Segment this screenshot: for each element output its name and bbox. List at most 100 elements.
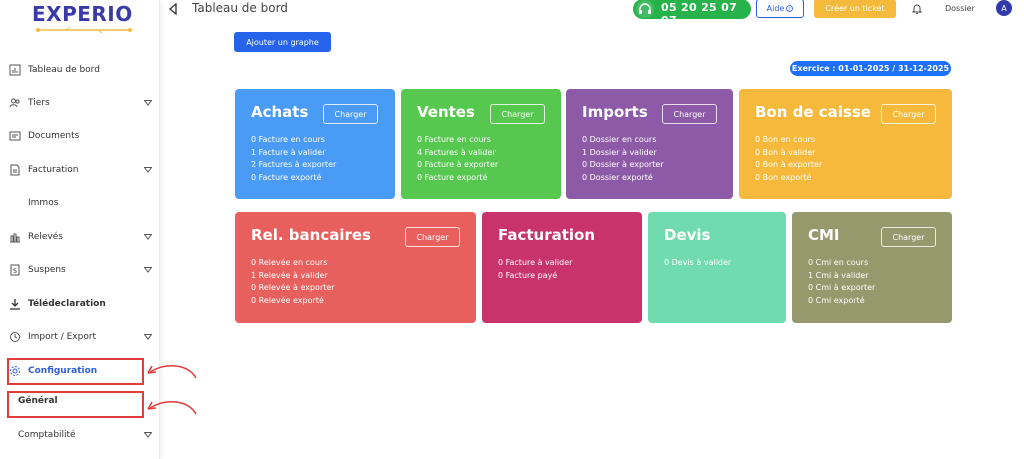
headset-icon (636, 0, 654, 18)
svg-text:$: $ (13, 267, 17, 275)
card-stat: 0 Facture exporté (251, 172, 322, 182)
card-stat: 0 Dossier à exporter (582, 160, 664, 169)
sidebar-item-label: Documents (28, 131, 80, 141)
sidebar-item-releves[interactable]: Relevés (0, 220, 160, 254)
phone-support-button[interactable]: 05 20 25 07 07 (633, 0, 751, 27)
card-stat: 0 Dossier exporté (582, 172, 653, 182)
sidebar-item-label: Immos (28, 198, 59, 208)
card-stat: 0 Facture payé (498, 270, 558, 280)
add-graph-button[interactable]: Ajouter un graphe (234, 32, 331, 52)
card-achats: Achats Charger 0 Facture en cours 1 Fact… (235, 89, 395, 199)
topbar: Tableau de bord 05 20 25 07 07 Aide ? Cr… (160, 0, 1024, 27)
card-title: CMI (808, 226, 840, 244)
charger-button[interactable]: Charger (323, 104, 378, 124)
card-stats: 0 Bon en cours 0 Bon à valider 0 Bon à e… (755, 134, 822, 184)
help-button[interactable]: Aide ? (756, 0, 804, 18)
sidebar-item-label: Configuration (28, 366, 98, 376)
sidebar-item-label: Tiers (28, 98, 50, 108)
sidebar-item-label: Suspens (28, 265, 66, 275)
phone-number: 05 20 25 07 07 (661, 1, 738, 27)
card-stats: 0 Facture à valider 0 Facture payé (498, 257, 572, 282)
card-stat: 0 Relevée en cours (251, 258, 328, 267)
card-title: Devis (664, 226, 711, 244)
sidebar-item-general[interactable]: Général (0, 384, 160, 418)
dossier-menu[interactable]: Dossier (945, 4, 975, 13)
card-stats: 0 Dossier en cours 1 Dossier à valider 0… (582, 134, 664, 184)
card-stat: 0 Facture à valider (498, 258, 573, 267)
charger-button[interactable]: Charger (881, 104, 936, 124)
card-stats: 0 Facture en cours 4 Factures à valider … (417, 134, 498, 184)
card-stat: 4 Factures à valider (417, 147, 496, 157)
question-icon: ? (786, 5, 794, 12)
card-title: Ventes (417, 103, 475, 121)
sidebar-item-comptabilite[interactable]: Comptabilité (0, 418, 160, 452)
sidebar-item-tableau-de-bord[interactable]: Tableau de bord (0, 53, 160, 87)
chevron-down-icon (144, 100, 152, 106)
sidebar-item-suspens[interactable]: $ Suspens (0, 253, 160, 287)
card-facturation: Facturation 0 Facture à valider 0 Factur… (482, 212, 642, 323)
download-icon (10, 299, 20, 310)
logo-circuit-icon (36, 26, 132, 34)
create-ticket-button[interactable]: Créer un ticket (814, 0, 896, 18)
card-stats: 0 Relevée en cours 1 Relevée à valider 0… (251, 257, 335, 307)
invoice-icon (10, 164, 20, 176)
users-icon (9, 98, 20, 108)
card-stat: 0 Dossier en cours (582, 135, 657, 144)
card-ventes: Ventes Charger 0 Facture en cours 4 Fact… (401, 89, 561, 199)
sidebar-item-label: Relevés (28, 232, 63, 242)
card-stat: 0 Bon exporté (755, 172, 812, 182)
svg-text:?: ? (789, 6, 792, 12)
suspense-icon: $ (10, 264, 20, 276)
card-title: Imports (582, 103, 648, 121)
card-stat: 0 Bon à exporter (755, 160, 823, 169)
experio-logo[interactable]: EXPERIO (28, 0, 138, 40)
charger-button[interactable]: Charger (662, 104, 717, 124)
sidebar-item-facturation[interactable]: Facturation (0, 153, 160, 187)
card-stat: 0 Cmi exporté (808, 295, 865, 305)
avatar[interactable]: A (996, 0, 1012, 16)
charger-button[interactable]: Charger (405, 227, 460, 247)
card-stat: 0 Facture à exporter (417, 160, 499, 169)
sidebar-item-label: Facturation (28, 165, 79, 175)
card-imports: Imports Charger 0 Dossier en cours 1 Dos… (566, 89, 733, 199)
card-stat: 1 Cmi à valider (808, 270, 869, 280)
collapse-triangle-icon[interactable] (168, 3, 178, 15)
sidebar: EXPERIO Tableau de bord Tiers Docum (0, 0, 160, 459)
bell-icon[interactable] (912, 3, 922, 14)
card-stat: 2 Factures à exporter (251, 160, 337, 169)
charger-button[interactable]: Charger (881, 227, 936, 247)
page-title: Tableau de bord (192, 1, 288, 15)
chevron-down-icon (144, 432, 152, 438)
card-stats: 0 Devis à valider (664, 257, 731, 270)
chart-icon (9, 64, 21, 76)
card-stat: 1 Dossier à valider (582, 147, 657, 157)
card-bon-de-caisse: Bon de caisse Charger 0 Bon en cours 0 B… (739, 89, 952, 199)
sidebar-item-immos[interactable]: Immos (0, 186, 160, 220)
history-icon (10, 332, 20, 342)
card-stat: 0 Bon en cours (755, 135, 815, 144)
card-stat: 0 Facture en cours (251, 135, 325, 144)
sidebar-item-tiers[interactable]: Tiers (0, 86, 160, 120)
sidebar-item-teledeclaration[interactable]: Télédeclaration (0, 287, 160, 321)
help-label: Aide (766, 4, 785, 13)
bank-icon (10, 233, 20, 243)
chevron-down-icon (144, 167, 152, 173)
card-stat: 0 Bon à valider (755, 147, 816, 157)
card-stat: 0 Cmi à exporter (808, 283, 876, 292)
card-cmi: CMI Charger 0 Cmi en cours 1 Cmi à valid… (792, 212, 952, 323)
sidebar-item-import-export[interactable]: Import / Export (0, 320, 160, 354)
charger-button[interactable]: Charger (490, 104, 545, 124)
chevron-down-icon (144, 334, 152, 340)
card-title: Rel. bancaires (251, 226, 371, 244)
sidebar-item-configuration[interactable]: Configuration (0, 354, 160, 388)
card-title: Facturation (498, 226, 596, 244)
sidebar-item-label: Général (18, 396, 58, 406)
card-stats: 0 Cmi en cours 1 Cmi à valider 0 Cmi à e… (808, 257, 875, 307)
sidebar-item-documents[interactable]: Documents (0, 119, 160, 153)
sidebar-item-label: Télédeclaration (28, 299, 106, 309)
exercice-badge: Exercice : 01-01-2025 / 31-12-2025 (790, 61, 951, 76)
card-title: Bon de caisse (755, 103, 871, 121)
card-stat: 1 Facture à valider (251, 147, 326, 157)
card-stat: 0 Relevée à exporter (251, 283, 335, 292)
